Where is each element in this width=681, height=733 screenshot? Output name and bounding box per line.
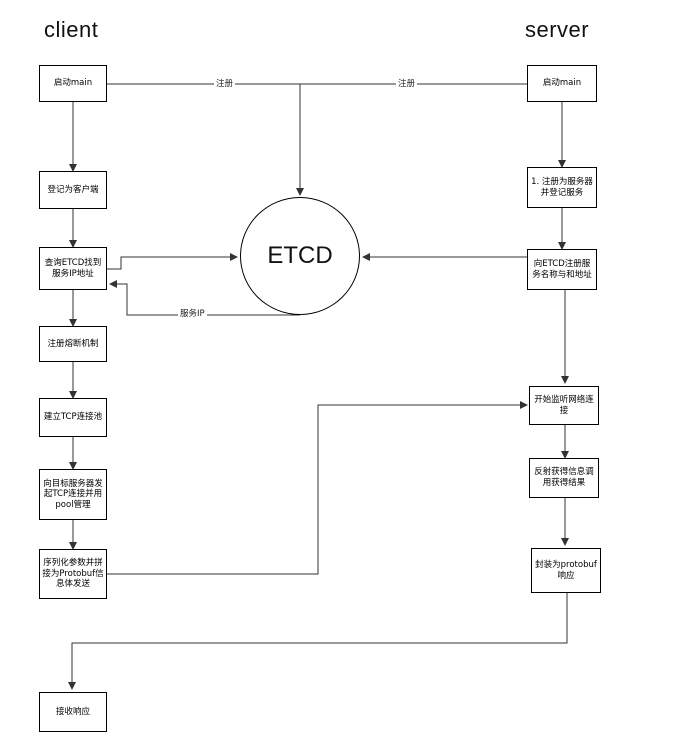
client-receive-node: 接收响应: [39, 692, 107, 732]
server-etcd-register-label: 向ETCD注册服务名称与和地址: [532, 258, 592, 280]
server-register-edge-label: 注册: [396, 79, 418, 90]
client-serialize-node: 序列化参数并拼接为Protobuf信息体发送: [39, 549, 107, 599]
client-start-node: 启动main: [39, 65, 107, 102]
edge-send-to-server: [107, 401, 528, 575]
server-reflect-label: 反射获得信息调用获得结果: [534, 467, 594, 488]
client-circuit-breaker-node: 注册熔断机制: [39, 326, 107, 362]
client-register-label: 登记为客户端: [47, 184, 99, 195]
client-tcp-pool-node: 建立TCP连接池: [39, 398, 107, 437]
server-start-label: 启动main: [542, 78, 582, 89]
client-start-label: 启动main: [53, 78, 93, 89]
etcd-node: ETCD: [240, 197, 360, 315]
client-register-edge-label: 注册: [214, 79, 236, 90]
server-register-label: 1. 注册为服务器并登记服务: [531, 176, 593, 198]
client-tcp-pool-label: 建立TCP连接池: [43, 412, 103, 423]
server-listen-label: 开始监听网络连接: [534, 394, 594, 416]
client-receive-label: 接收响应: [55, 706, 90, 717]
client-circuit-breaker-label: 注册熔断机制: [47, 338, 99, 349]
edge-response-to-client: [68, 593, 568, 690]
service-ip-edge-label: 服务IP: [178, 309, 207, 320]
server-etcd-register-node: 向ETCD注册服务名称与和地址: [527, 249, 597, 290]
client-connect-node: 向目标服务器发起TCP连接并用pool管理: [39, 469, 107, 520]
server-start-node: 启动main: [527, 65, 597, 102]
client-register-node: 登记为客户端: [39, 171, 107, 209]
server-listen-node: 开始监听网络连接: [529, 386, 599, 425]
server-heading: server: [525, 17, 590, 42]
client-connect-label: 向目标服务器发起TCP连接并用pool管理: [43, 478, 103, 510]
server-reflect-node: 反射获得信息调用获得结果: [529, 458, 599, 498]
client-query-etcd-node: 查询ETCD找到服务IP地址: [39, 247, 107, 290]
edge-query-to-etcd: [107, 253, 238, 270]
edge-service-ip-return: [109, 280, 300, 316]
client-query-etcd-label: 查询ETCD找到服务IP地址: [44, 257, 102, 279]
server-encode-node: 封装为protobuf响应: [531, 548, 601, 593]
client-serialize-label: 序列化参数并拼接为Protobuf信息体发送: [42, 558, 104, 590]
client-heading: client: [44, 17, 99, 42]
server-encode-label: 封装为protobuf响应: [535, 559, 597, 581]
server-register-node: 1. 注册为服务器并登记服务: [527, 167, 597, 208]
